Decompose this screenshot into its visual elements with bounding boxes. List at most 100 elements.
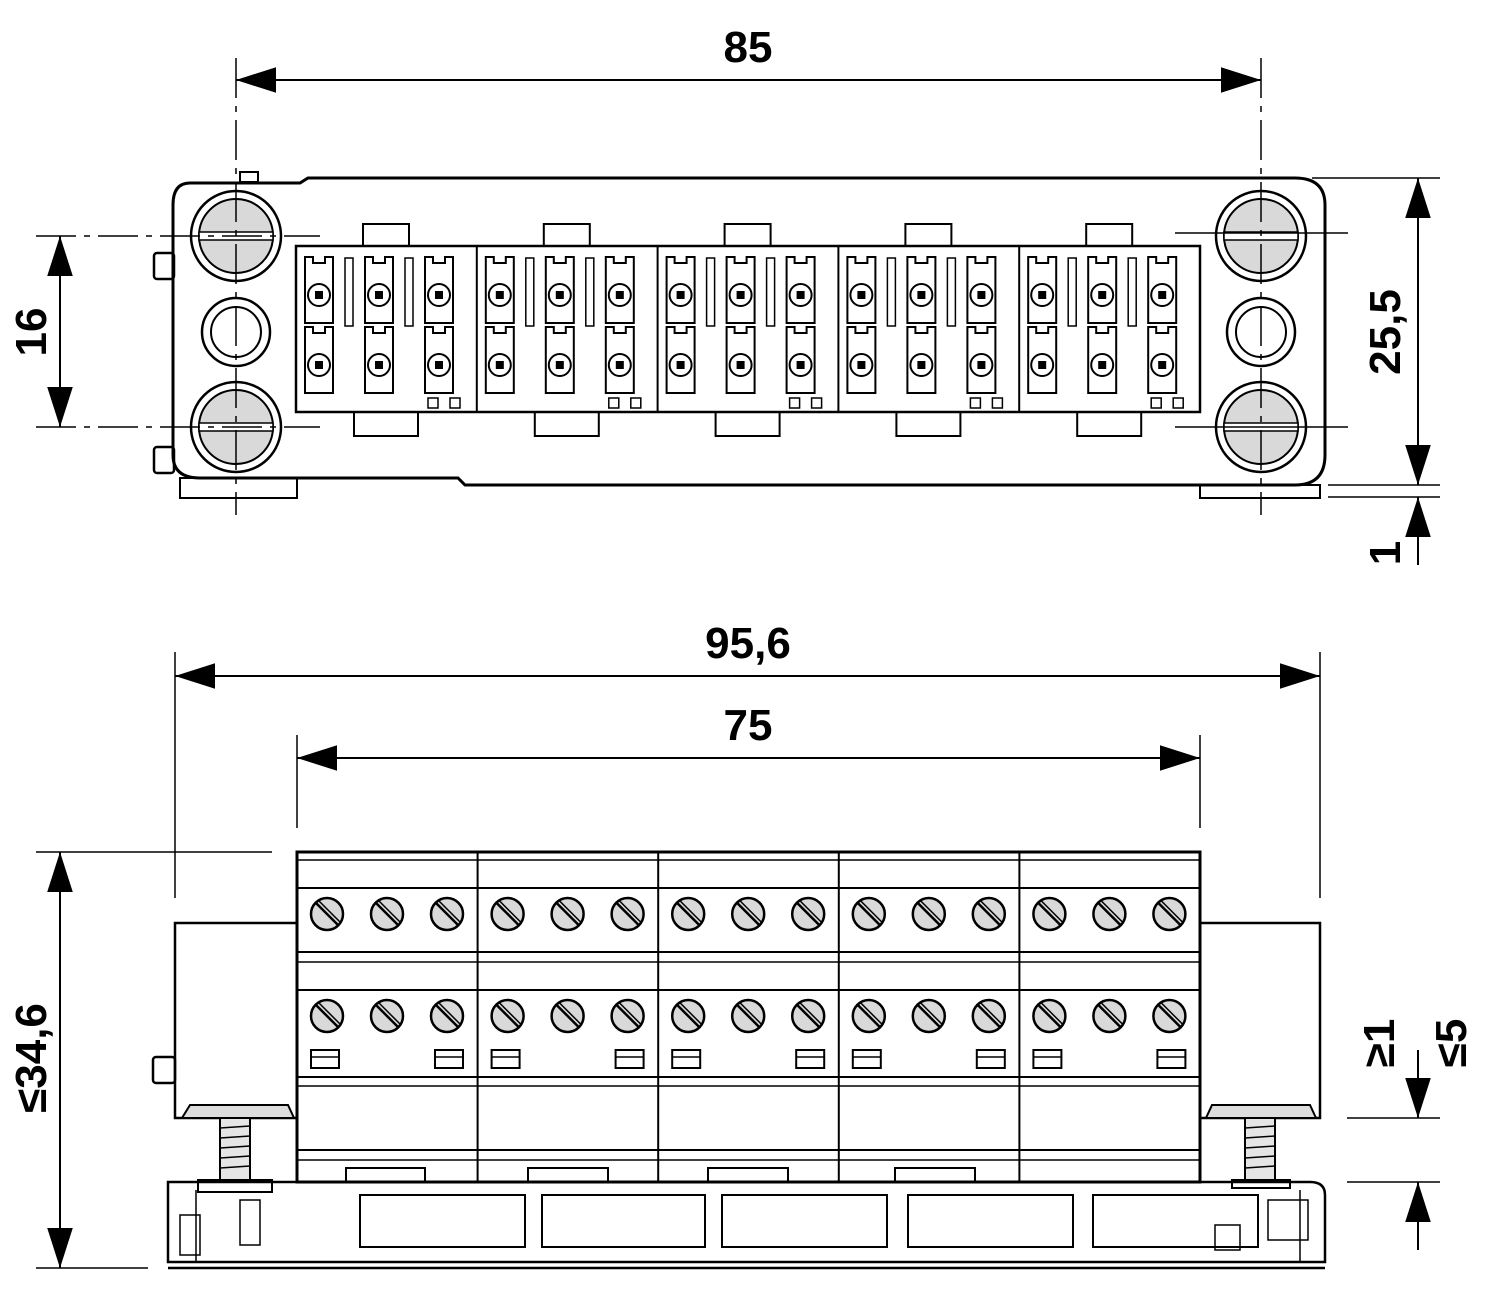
- top-terminal-screw-center: [1038, 361, 1047, 369]
- top-modules: [304, 223, 1184, 437]
- top-terminal-clamp: [966, 256, 997, 324]
- top-terminal-screw-center: [555, 361, 564, 369]
- side-rail-tab: [527, 1167, 609, 1183]
- top-terminal-clamp: [1027, 256, 1058, 324]
- side-terminal-screw-slot: [676, 902, 701, 926]
- top-terminal-screw-center: [375, 361, 383, 369]
- side-terminal-screw-slot: [619, 1002, 642, 1025]
- side-terminal-screw-slot: [555, 1004, 580, 1028]
- side-terminal-screw-slot: [315, 1004, 339, 1028]
- dim-label-max-gap: ≤5: [1427, 1019, 1476, 1068]
- side-terminal-screw-slot: [796, 902, 821, 926]
- side-terminal-marker: [975, 1049, 1006, 1069]
- top-terminal-screw-center: [495, 291, 504, 299]
- top-terminal-clamp: [906, 256, 937, 324]
- side-terminal-screw-slot: [739, 900, 762, 923]
- top-terminal-clamp: [1147, 256, 1178, 324]
- top-terminal-clamp: [725, 326, 756, 394]
- side-terminal-screw-slot: [1157, 902, 1182, 926]
- top-terminal-clamp: [364, 326, 394, 394]
- top-module-marker: [608, 397, 620, 409]
- side-terminal-screw-slot: [1040, 1002, 1063, 1025]
- side-left-end-housing: [173, 921, 299, 1120]
- side-terminal-screw-slot: [315, 902, 339, 926]
- side-terminal-screw-slot: [499, 1002, 522, 1025]
- side-modules: [309, 852, 1187, 1182]
- top-terminal-clamp: [725, 256, 756, 324]
- side-terminal-screw-slot: [1097, 1004, 1122, 1028]
- dim-label-offset: 1: [1361, 541, 1410, 565]
- top-module-marker: [1150, 397, 1162, 409]
- top-terminal-area: [294, 244, 1202, 414]
- side-terminal-screw-slot: [739, 1002, 762, 1025]
- side-terminal-screw-slot: [435, 1004, 459, 1028]
- side-terminal-screw-slot: [679, 1002, 702, 1025]
- top-terminal-clamp: [1027, 326, 1058, 394]
- top-module-latch: [904, 223, 953, 247]
- top-left-clip: [239, 171, 259, 183]
- top-terminal-screw-center: [615, 361, 624, 369]
- side-right-mount-screw: [1204, 1104, 1318, 1189]
- side-terminal-screw-slot: [1100, 900, 1123, 923]
- side-terminal-screw-slot: [736, 1004, 761, 1028]
- top-module-latch: [714, 411, 781, 437]
- top-terminal-clamp: [544, 326, 575, 394]
- top-terminal-screw-center: [676, 361, 685, 369]
- side-rail-window: [907, 1194, 1074, 1248]
- top-left-tab-lower: [152, 445, 176, 475]
- side-rail-tab: [707, 1167, 789, 1183]
- top-terminal-clamp: [304, 326, 334, 394]
- side-terminal-screw-slot: [1157, 1004, 1182, 1028]
- side-terminal-screw-slot: [559, 1002, 582, 1025]
- side-terminal-screw-slot: [559, 900, 582, 923]
- top-terminal-separator: [525, 257, 535, 327]
- top-terminal-screw-center: [796, 361, 805, 369]
- side-terminal-screw-slot: [615, 902, 640, 926]
- side-terminal-screw-slot: [615, 1004, 640, 1028]
- side-left-tab: [151, 1055, 177, 1085]
- top-terminal-screw-center: [1098, 291, 1107, 299]
- side-terminal-screw-slot: [920, 1002, 943, 1025]
- dim-label-min-gap: ≥1: [1355, 1019, 1404, 1068]
- side-terminal-screw-slot: [856, 902, 881, 926]
- side-view: 95,6 75 ≤34,6 ≥1 ≤5: [7, 619, 1476, 1270]
- side-terminal-screw-slot: [1097, 902, 1122, 926]
- side-rail-right-detail: [1267, 1199, 1309, 1241]
- top-module-marker: [810, 397, 823, 409]
- side-terminal-screw-slot: [378, 1002, 401, 1025]
- top-right-foot: [1199, 484, 1321, 499]
- top-terminal-clamp: [484, 326, 515, 394]
- side-rail-left-detail: [239, 1199, 261, 1246]
- side-terminal-screw-slot: [495, 902, 520, 926]
- top-terminal-screw-center: [917, 291, 926, 299]
- top-terminal-clamp: [1087, 256, 1118, 324]
- side-terminal-marker: [851, 1049, 882, 1069]
- side-terminal-screw-slot: [736, 902, 761, 926]
- top-terminal-clamp: [364, 256, 394, 324]
- side-rail-window: [541, 1194, 706, 1248]
- side-rail-window: [721, 1194, 888, 1248]
- top-terminal-screw-center: [1038, 291, 1047, 299]
- side-terminal-marker: [671, 1049, 702, 1069]
- top-terminal-screw-center: [495, 361, 504, 369]
- side-terminal-screw-slot: [378, 900, 401, 923]
- top-terminal-separator: [1067, 257, 1077, 327]
- dim-label-module-width: 75: [724, 701, 773, 750]
- side-terminal-screw-slot: [1160, 1002, 1183, 1025]
- top-terminal-clamp: [846, 256, 877, 324]
- side-terminal-screw-slot: [375, 1004, 399, 1028]
- side-terminal-screw-slot: [1100, 1002, 1123, 1025]
- side-terminal-screw-slot: [860, 1002, 883, 1025]
- side-terminal-screw-slot: [799, 1002, 822, 1025]
- side-terminal-screw-slot: [555, 902, 580, 926]
- top-module-marker: [1172, 397, 1184, 409]
- dim-label-overall-width: 95,6: [705, 619, 791, 668]
- top-module-marker: [449, 397, 461, 409]
- dim-label-width-axes: 85: [724, 23, 773, 72]
- top-terminal-screw-center: [1158, 361, 1167, 369]
- top-terminal-screw-center: [435, 361, 443, 369]
- top-terminal-screw-center: [315, 291, 323, 299]
- top-module-marker: [630, 397, 642, 409]
- top-module-latch: [542, 223, 591, 247]
